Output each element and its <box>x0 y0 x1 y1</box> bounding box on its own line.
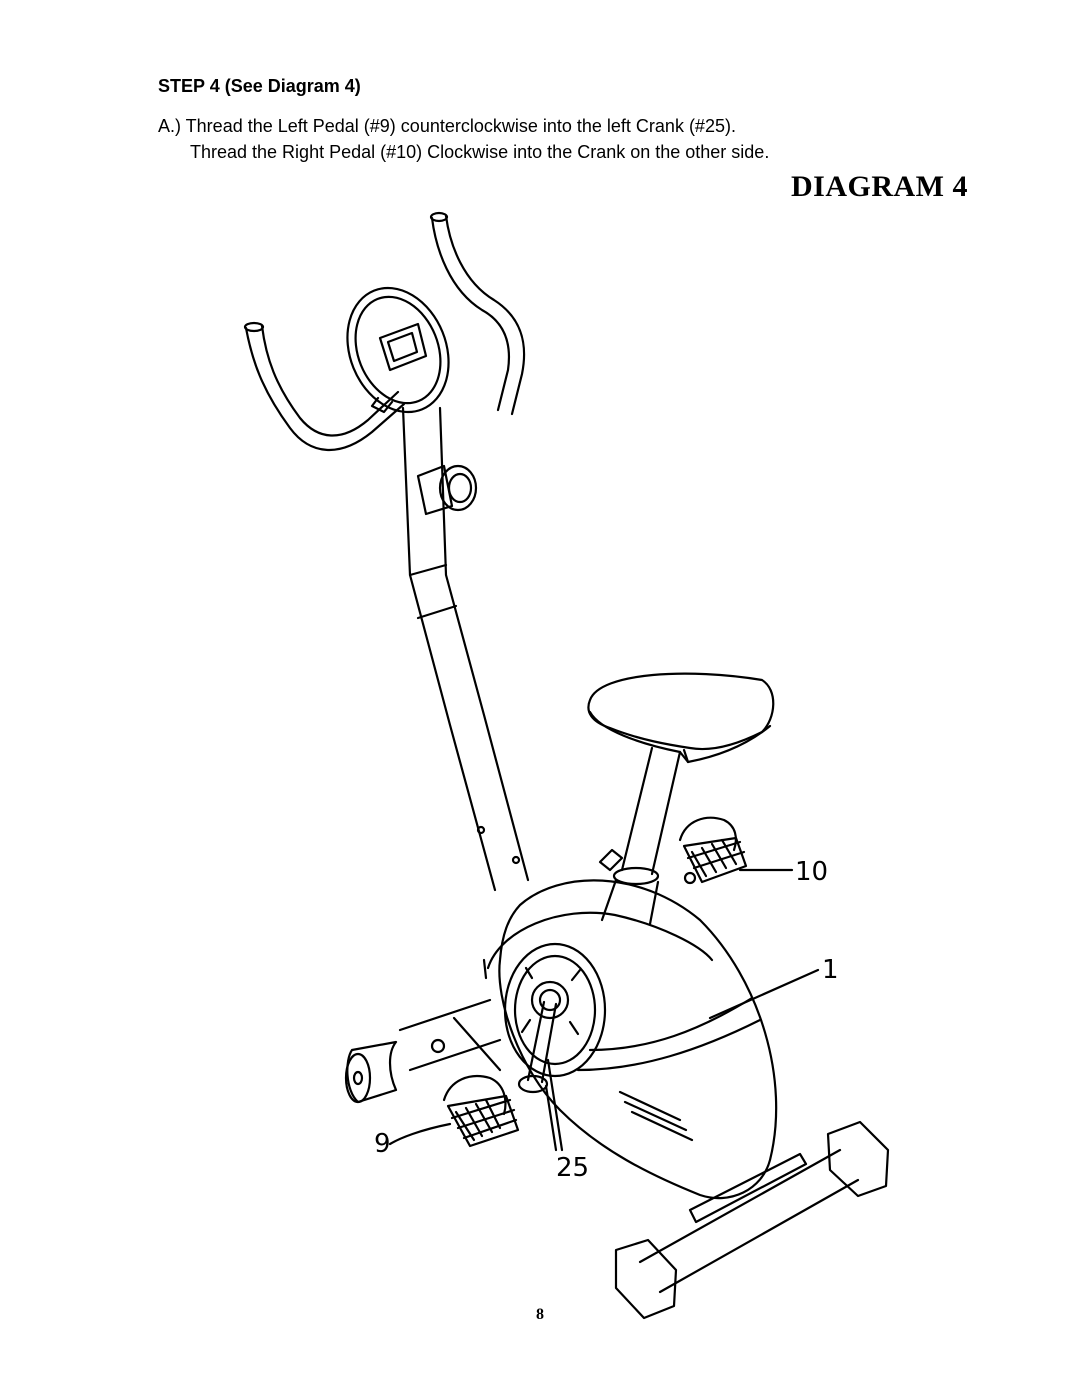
crank-arm <box>517 1000 564 1152</box>
console <box>346 286 450 414</box>
callout-leaders <box>388 868 820 1152</box>
instruction-line-2: Thread the Right Pedal (#10) Clockwise i… <box>190 142 770 162</box>
diagram-title: DIAGRAM 4 <box>791 170 968 203</box>
callout-10: 10 <box>795 857 828 887</box>
step-heading: STEP 4 (See Diagram 4) <box>158 76 361 96</box>
callout-9: 9 <box>374 1129 391 1159</box>
callout-25: 25 <box>556 1153 589 1183</box>
left-pedal <box>442 1074 520 1148</box>
rear-stabilizer <box>344 998 502 1104</box>
frame-housing <box>482 879 778 1200</box>
flywheel-cover <box>503 942 607 1078</box>
page-number: 8 <box>536 1306 544 1323</box>
handlebar <box>243 211 526 452</box>
handlebar-post <box>401 406 530 892</box>
right-pedal <box>678 816 748 885</box>
instruction-line-1: A.) Thread the Left Pedal (#9) countercl… <box>158 116 736 136</box>
seat <box>587 672 775 764</box>
front-stabilizer <box>614 1120 890 1320</box>
post-knob <box>416 464 478 516</box>
callout-1: 1 <box>822 955 839 985</box>
